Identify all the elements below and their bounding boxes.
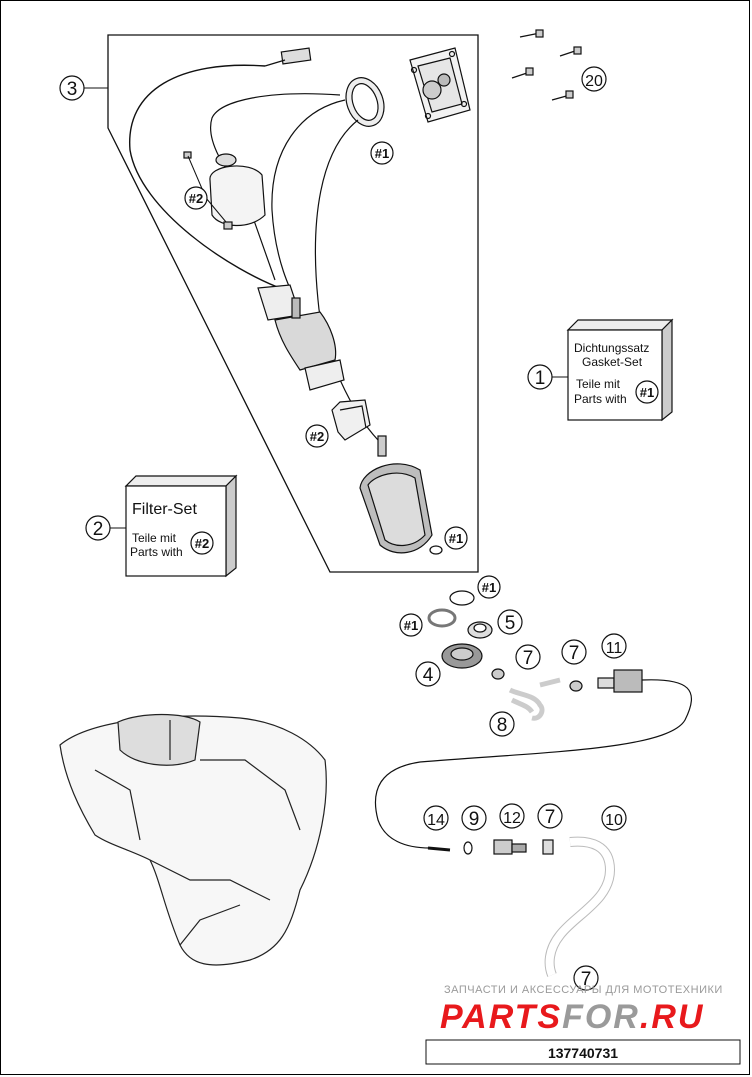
ref-marker-1-top: #1 [375,146,389,161]
flange-part-4 [441,643,483,669]
watermark-tagline: ЗАПЧАСТИ И АКСЕССУАРЫ ДЛЯ МОТОТЕХНИКИ [444,984,723,996]
quick-connector-part-11 [597,669,643,693]
callout-12: 12 [503,810,521,827]
callout-7c: 7 [545,807,556,828]
callout-1: 1 [535,368,546,389]
filter-set-box [124,474,238,578]
gasket-box-parts-de: Teile mit [576,377,621,391]
clamp-part-7c [542,839,554,855]
ref-marker-1-seal-b: #1 [404,618,418,633]
ref-marker-1-seal-a: #1 [482,580,496,595]
gasket-set-box [566,318,674,422]
ref-marker-1-gasket-box: #1 [640,385,654,400]
watermark-brand-part2: FOR [562,998,640,1036]
hose-clip-part-14 [427,846,451,852]
ref-marker-2-bracket: #2 [310,429,324,444]
pump-assembly-frame [107,34,479,573]
pump-flange [409,47,471,123]
o-ring-part-9 [463,841,473,855]
ref-marker-2-filter-box: #2 [195,536,209,551]
callout-7a: 7 [523,648,534,669]
clamp-part-7a [491,668,505,680]
callout-20: 20 [585,73,603,90]
watermark-brand: PARTSFOR.RU [440,998,704,1036]
callout-8: 8 [497,715,508,736]
wire-connector [264,47,312,67]
filter-box-parts-de: Teile mit [132,531,177,545]
callout-10: 10 [605,812,623,829]
diagram-id: 137740731 [548,1045,618,1061]
fuel-hose-long [129,64,286,291]
gasket-box-title-de: Dichtungssatz [574,341,649,355]
filter-box-parts-en: Parts with [130,545,183,559]
elbow-hose-part-8 [508,687,545,721]
callout-5: 5 [505,613,516,634]
gasket-box-title-en: Gasket-Set [582,355,643,369]
callout-9: 9 [469,809,480,830]
gasket-box-parts-en: Parts with [574,392,627,406]
watermark-brand-part3: .RU [640,998,705,1036]
fuel-tank [59,713,327,966]
callout-11: 11 [606,640,623,657]
clamp-part-7b [569,680,583,692]
callouts [59,66,627,991]
screws-set [511,29,582,101]
ref-marker-1-oring: #1 [449,531,463,546]
flange-ring [345,77,385,127]
pump-bracket [331,399,371,441]
callout-4: 4 [423,665,434,686]
ref-marker-2-filter: #2 [189,191,203,206]
fuel-hose-right [314,119,379,441]
watermark-brand-part1: PARTS [440,998,562,1036]
callout-3: 3 [67,79,78,100]
callout-7b: 7 [569,643,580,664]
callout-7d: 7 [581,969,592,990]
fitting-part-12 [493,839,527,855]
fitting-part-5 [467,621,493,639]
fuel-pump [257,284,345,391]
fuel-hose-mid [271,99,346,311]
callout-14: 14 [427,812,445,829]
fuel-line [374,679,692,849]
callout-2: 2 [93,519,104,540]
hose-part-10 [544,836,616,977]
o-ring-small [429,545,443,555]
filter-canister [359,435,433,554]
filter-box-title: Filter-Set [132,501,197,518]
fuel-filter [183,151,266,230]
footer-id-box [425,1039,741,1065]
seal-rings [427,590,475,628]
